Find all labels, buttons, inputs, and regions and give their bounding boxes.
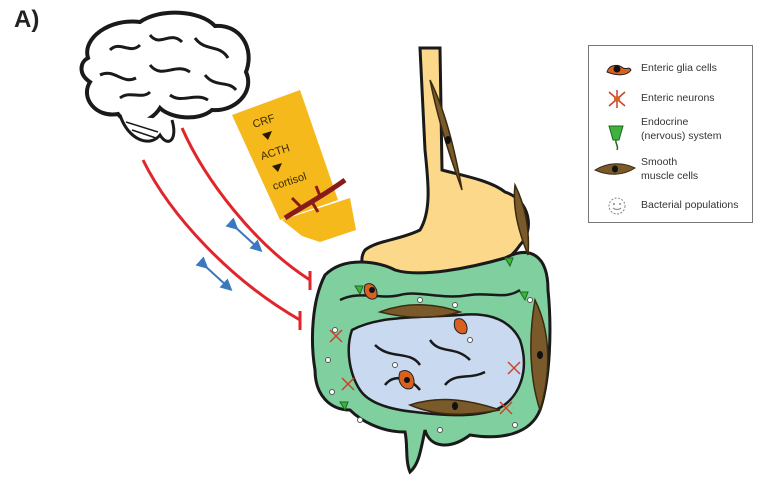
bacteria-icon — [597, 194, 637, 218]
stomach-icon — [362, 48, 529, 283]
legend-label: Smooth — [641, 156, 677, 169]
hpa-axis-arrow: CRF ACTH cortisol — [232, 90, 356, 242]
legend-label: Enteric neurons — [641, 92, 715, 105]
enteric-neuron-icon — [597, 88, 637, 110]
smooth-muscle-icon — [593, 158, 637, 182]
legend-label: Enteric glia cells — [641, 62, 717, 75]
brain-icon — [82, 13, 249, 142]
legend-label: muscle cells — [641, 170, 698, 183]
legend-label: Endocrine — [641, 116, 688, 129]
bidirectional-arrow-icon — [204, 226, 258, 287]
endocrine-cell-icon — [597, 120, 637, 150]
legend-label: (nervous) system — [641, 130, 722, 143]
legend: Enteric glia cells Enteric neurons Endoc… — [588, 45, 753, 223]
enteric-glia-icon — [597, 58, 637, 80]
legend-label: Bacterial populations — [641, 199, 738, 212]
intestine-icon — [312, 253, 549, 472]
